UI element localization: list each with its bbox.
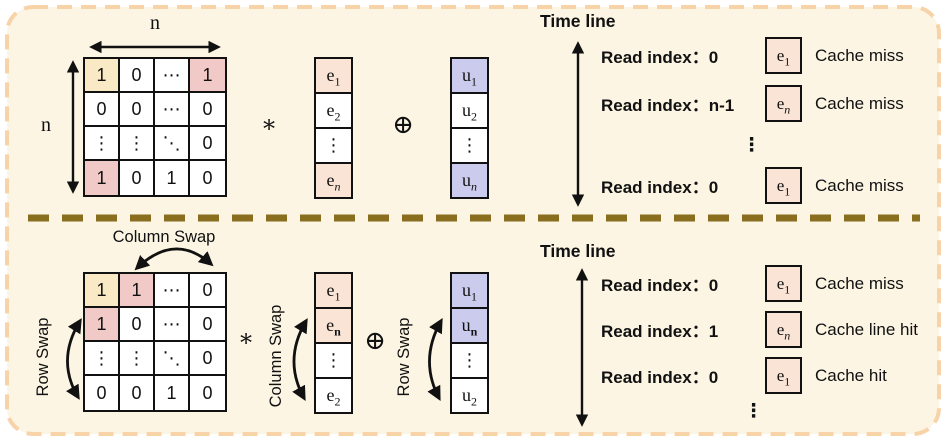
- matrix-cell: ⋮: [120, 342, 155, 376]
- timeline-row: Read index：0 e1 Cache miss: [601, 37, 904, 74]
- multiply-operator: ∗: [260, 112, 278, 138]
- matrix-cell: 1: [85, 308, 120, 342]
- cache-result-label: Cache miss: [815, 273, 904, 293]
- cache-result-label: Cache hit: [815, 365, 887, 385]
- vector-cell: en: [316, 164, 351, 197]
- cache-access-box: e1: [765, 167, 802, 204]
- read-index-label: Read index：0: [601, 178, 719, 197]
- read-index-label: Read index：n-1: [601, 96, 735, 115]
- vector-cell: e2: [316, 379, 351, 412]
- matrix-cell: 1: [120, 274, 155, 308]
- matrix-cell: 1: [155, 161, 190, 195]
- timeline-row: Read index：n-1 en Cache miss: [601, 85, 904, 122]
- bottom-u-vector: u1 un ⋮ u2: [450, 272, 489, 414]
- top-matrix: 1 0 ⋯ 1 0 0 ⋯ 0 ⋮ ⋮ ⋱ 0 1 0 1 0: [83, 57, 227, 197]
- cache-result-label: Cache miss: [815, 45, 904, 65]
- xor-operator: ⊕: [392, 110, 414, 139]
- cache-result-label: Cache line hit: [815, 319, 919, 339]
- read-index-label: Read index：0: [601, 48, 719, 67]
- matrix-cell: 1: [155, 376, 190, 410]
- matrix-cell: 0: [85, 93, 120, 127]
- matrix-cell: 1: [190, 59, 225, 93]
- cache-result-label: Cache miss: [815, 175, 904, 195]
- matrix-cell: ⋮: [120, 127, 155, 161]
- matrix-col-count-label: n: [150, 12, 160, 34]
- top-u-vector: u1 u2 ⋮ un: [450, 57, 489, 199]
- vector-cell: e1: [316, 59, 351, 94]
- multiply-operator: ∗: [237, 326, 255, 352]
- matrix-cell: 0: [85, 376, 120, 410]
- vector-cell: un: [452, 164, 487, 197]
- matrix-cell: ⋯: [155, 308, 190, 342]
- matrix-cell: ⋮: [85, 342, 120, 376]
- timeline-row: Read index：1 en Cache line hit: [601, 311, 918, 348]
- matrix-cell: 0: [190, 127, 225, 161]
- row-swap-label: Row Swap: [34, 317, 52, 397]
- read-index-label: Read index：0: [601, 276, 719, 295]
- matrix-cell: 0: [190, 342, 225, 376]
- matrix-cell: 0: [120, 376, 155, 410]
- cache-access-box: e1: [765, 265, 802, 302]
- matrix-cell: 0: [190, 376, 225, 410]
- timeline-row: Read index：0 e1 Cache miss: [601, 167, 904, 204]
- matrix-cell: ⋱: [155, 127, 190, 161]
- vector-cell: u1: [452, 59, 487, 94]
- cache-result-label: Cache miss: [815, 93, 904, 113]
- matrix-cell: ⋯: [155, 274, 190, 308]
- bottom-e-vector: e1 en ⋮ e2: [314, 272, 353, 414]
- timeline-row: Read index：0 e1 Cache miss: [601, 265, 904, 302]
- evector-column-swap-label: Column Swap: [267, 304, 285, 408]
- vector-cell: u2: [452, 94, 487, 129]
- matrix-cell: 0: [190, 93, 225, 127]
- matrix-cell: 0: [190, 308, 225, 342]
- matrix-cell: ⋯: [155, 59, 190, 93]
- read-index-label: Read index：1: [601, 322, 719, 341]
- vector-cell: en: [316, 309, 351, 344]
- cache-access-box: e1: [765, 37, 802, 74]
- vector-cell: ⋮: [452, 129, 487, 164]
- uvector-row-swap-label: Row Swap: [395, 317, 413, 397]
- matrix-cell: ⋮: [85, 127, 120, 161]
- matrix-row-count-label: n: [41, 114, 51, 136]
- column-swap-label: Column Swap: [112, 228, 216, 246]
- matrix-cell: ⋯: [155, 93, 190, 127]
- bottom-matrix: 1 1 ⋯ 0 1 0 ⋯ 0 ⋮ ⋮ ⋱ 0 0 0 1 0: [83, 272, 227, 412]
- top-timeline-title: Time line: [540, 11, 616, 31]
- timeline-ellipsis: ⋮: [742, 135, 761, 156]
- timeline-row: Read index：0 e1 Cache hit: [601, 357, 887, 394]
- top-e-vector: e1 e2 ⋮ en: [314, 57, 353, 199]
- matrix-cell: 1: [85, 59, 120, 93]
- cache-access-box: en: [765, 85, 802, 122]
- matrix-cell: 1: [85, 161, 120, 195]
- matrix-cell: ⋱: [155, 342, 190, 376]
- vector-cell: un: [452, 309, 487, 344]
- vector-cell: e1: [316, 274, 351, 309]
- cache-access-box: en: [765, 311, 802, 348]
- matrix-cell: 0: [120, 59, 155, 93]
- matrix-cell: 0: [120, 308, 155, 342]
- vector-cell: ⋮: [316, 129, 351, 164]
- matrix-cell: 0: [120, 93, 155, 127]
- vector-cell: ⋮: [452, 344, 487, 379]
- bottom-timeline-title: Time line: [540, 241, 616, 261]
- matrix-cell: 0: [120, 161, 155, 195]
- vector-cell: ⋮: [316, 344, 351, 379]
- cache-access-box: e1: [765, 357, 802, 394]
- vector-cell: u1: [452, 274, 487, 309]
- xor-operator: ⊕: [364, 326, 386, 355]
- timeline-ellipsis: ⋮: [744, 401, 763, 422]
- matrix-cell: 1: [85, 274, 120, 308]
- vector-cell: e2: [316, 94, 351, 129]
- matrix-cell: 0: [190, 161, 225, 195]
- matrix-cell: 0: [190, 274, 225, 308]
- read-index-label: Read index：0: [601, 368, 719, 387]
- vector-cell: u2: [452, 379, 487, 412]
